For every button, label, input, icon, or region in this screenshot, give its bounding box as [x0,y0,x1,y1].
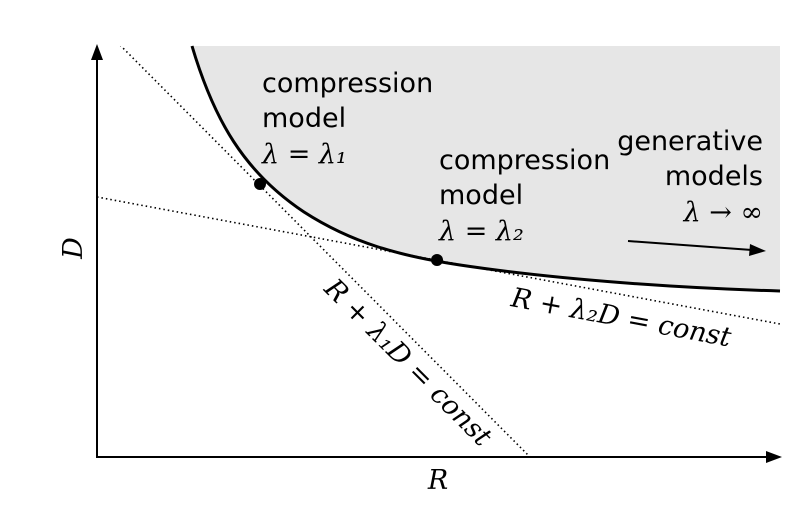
point2-label-line2: model [439,180,523,211]
tangent-label-lambda2: R + λ₂D = const [508,282,734,353]
rate-distortion-curve [190,45,781,293]
x-axis-arrowhead [766,451,782,463]
x-axis-label: R [427,465,448,496]
point2-lambda-label: λ = λ₂ [438,216,524,247]
generative-arrow-shaft [627,240,753,251]
generative-label-line2: models [665,161,763,192]
y-axis-label: D [58,237,89,260]
point-lambda2 [431,254,443,266]
generative-lambda-label: λ → ∞ [683,197,763,228]
point1-label-line2: model [262,103,346,134]
point1-label-line1: compression [262,68,433,99]
point2-label-line1: compression [439,145,610,176]
tangent-label-lambda1: R + λ₁D = const [317,272,497,452]
achievable-region [192,46,780,291]
generative-label-line1: generative [617,126,763,157]
point1-lambda-label: λ = λ₁ [261,139,347,170]
point-lambda1 [254,178,266,190]
generative-arrowhead [749,244,766,256]
y-axis-arrowhead [91,44,103,60]
